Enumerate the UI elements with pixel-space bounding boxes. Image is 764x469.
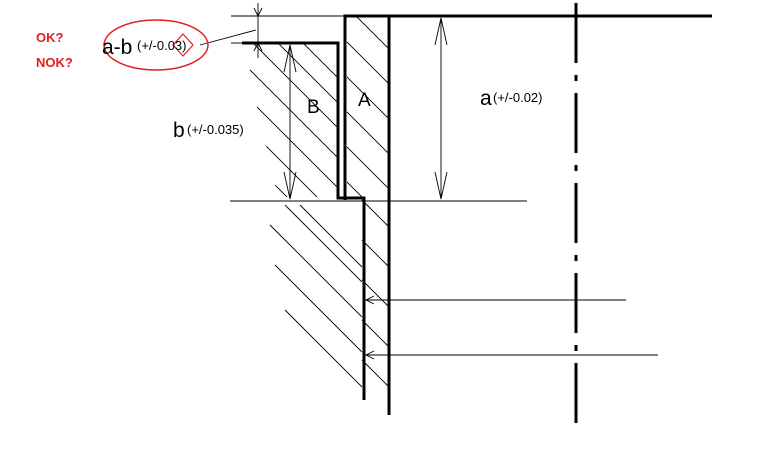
highlight-ellipse bbox=[103, 19, 209, 71]
ok-question: OK? bbox=[36, 30, 64, 45]
diff-dimension-name: a-b bbox=[102, 36, 132, 59]
dimension-arrows bbox=[199, 3, 658, 360]
part-a-label: A bbox=[358, 90, 371, 111]
extension-lines bbox=[230, 15, 527, 202]
part-b-hatching bbox=[249, 43, 338, 197]
nok-question: NOK? bbox=[36, 55, 73, 70]
a-dimension-name: a bbox=[480, 87, 492, 110]
b-dimension-tolerance: (+/-0.035) bbox=[187, 122, 244, 137]
diff-dimension-tolerance: (+/-0.03) bbox=[137, 38, 187, 53]
part-b-label: B bbox=[307, 97, 320, 118]
a-dimension-tolerance: (+/-0.02) bbox=[493, 90, 543, 105]
part-a-lower-hatching bbox=[361, 199, 390, 388]
b-dimension-name: b bbox=[173, 119, 185, 142]
tolerance-diamond bbox=[172, 33, 194, 57]
lower-body-hatching bbox=[269, 204, 362, 388]
